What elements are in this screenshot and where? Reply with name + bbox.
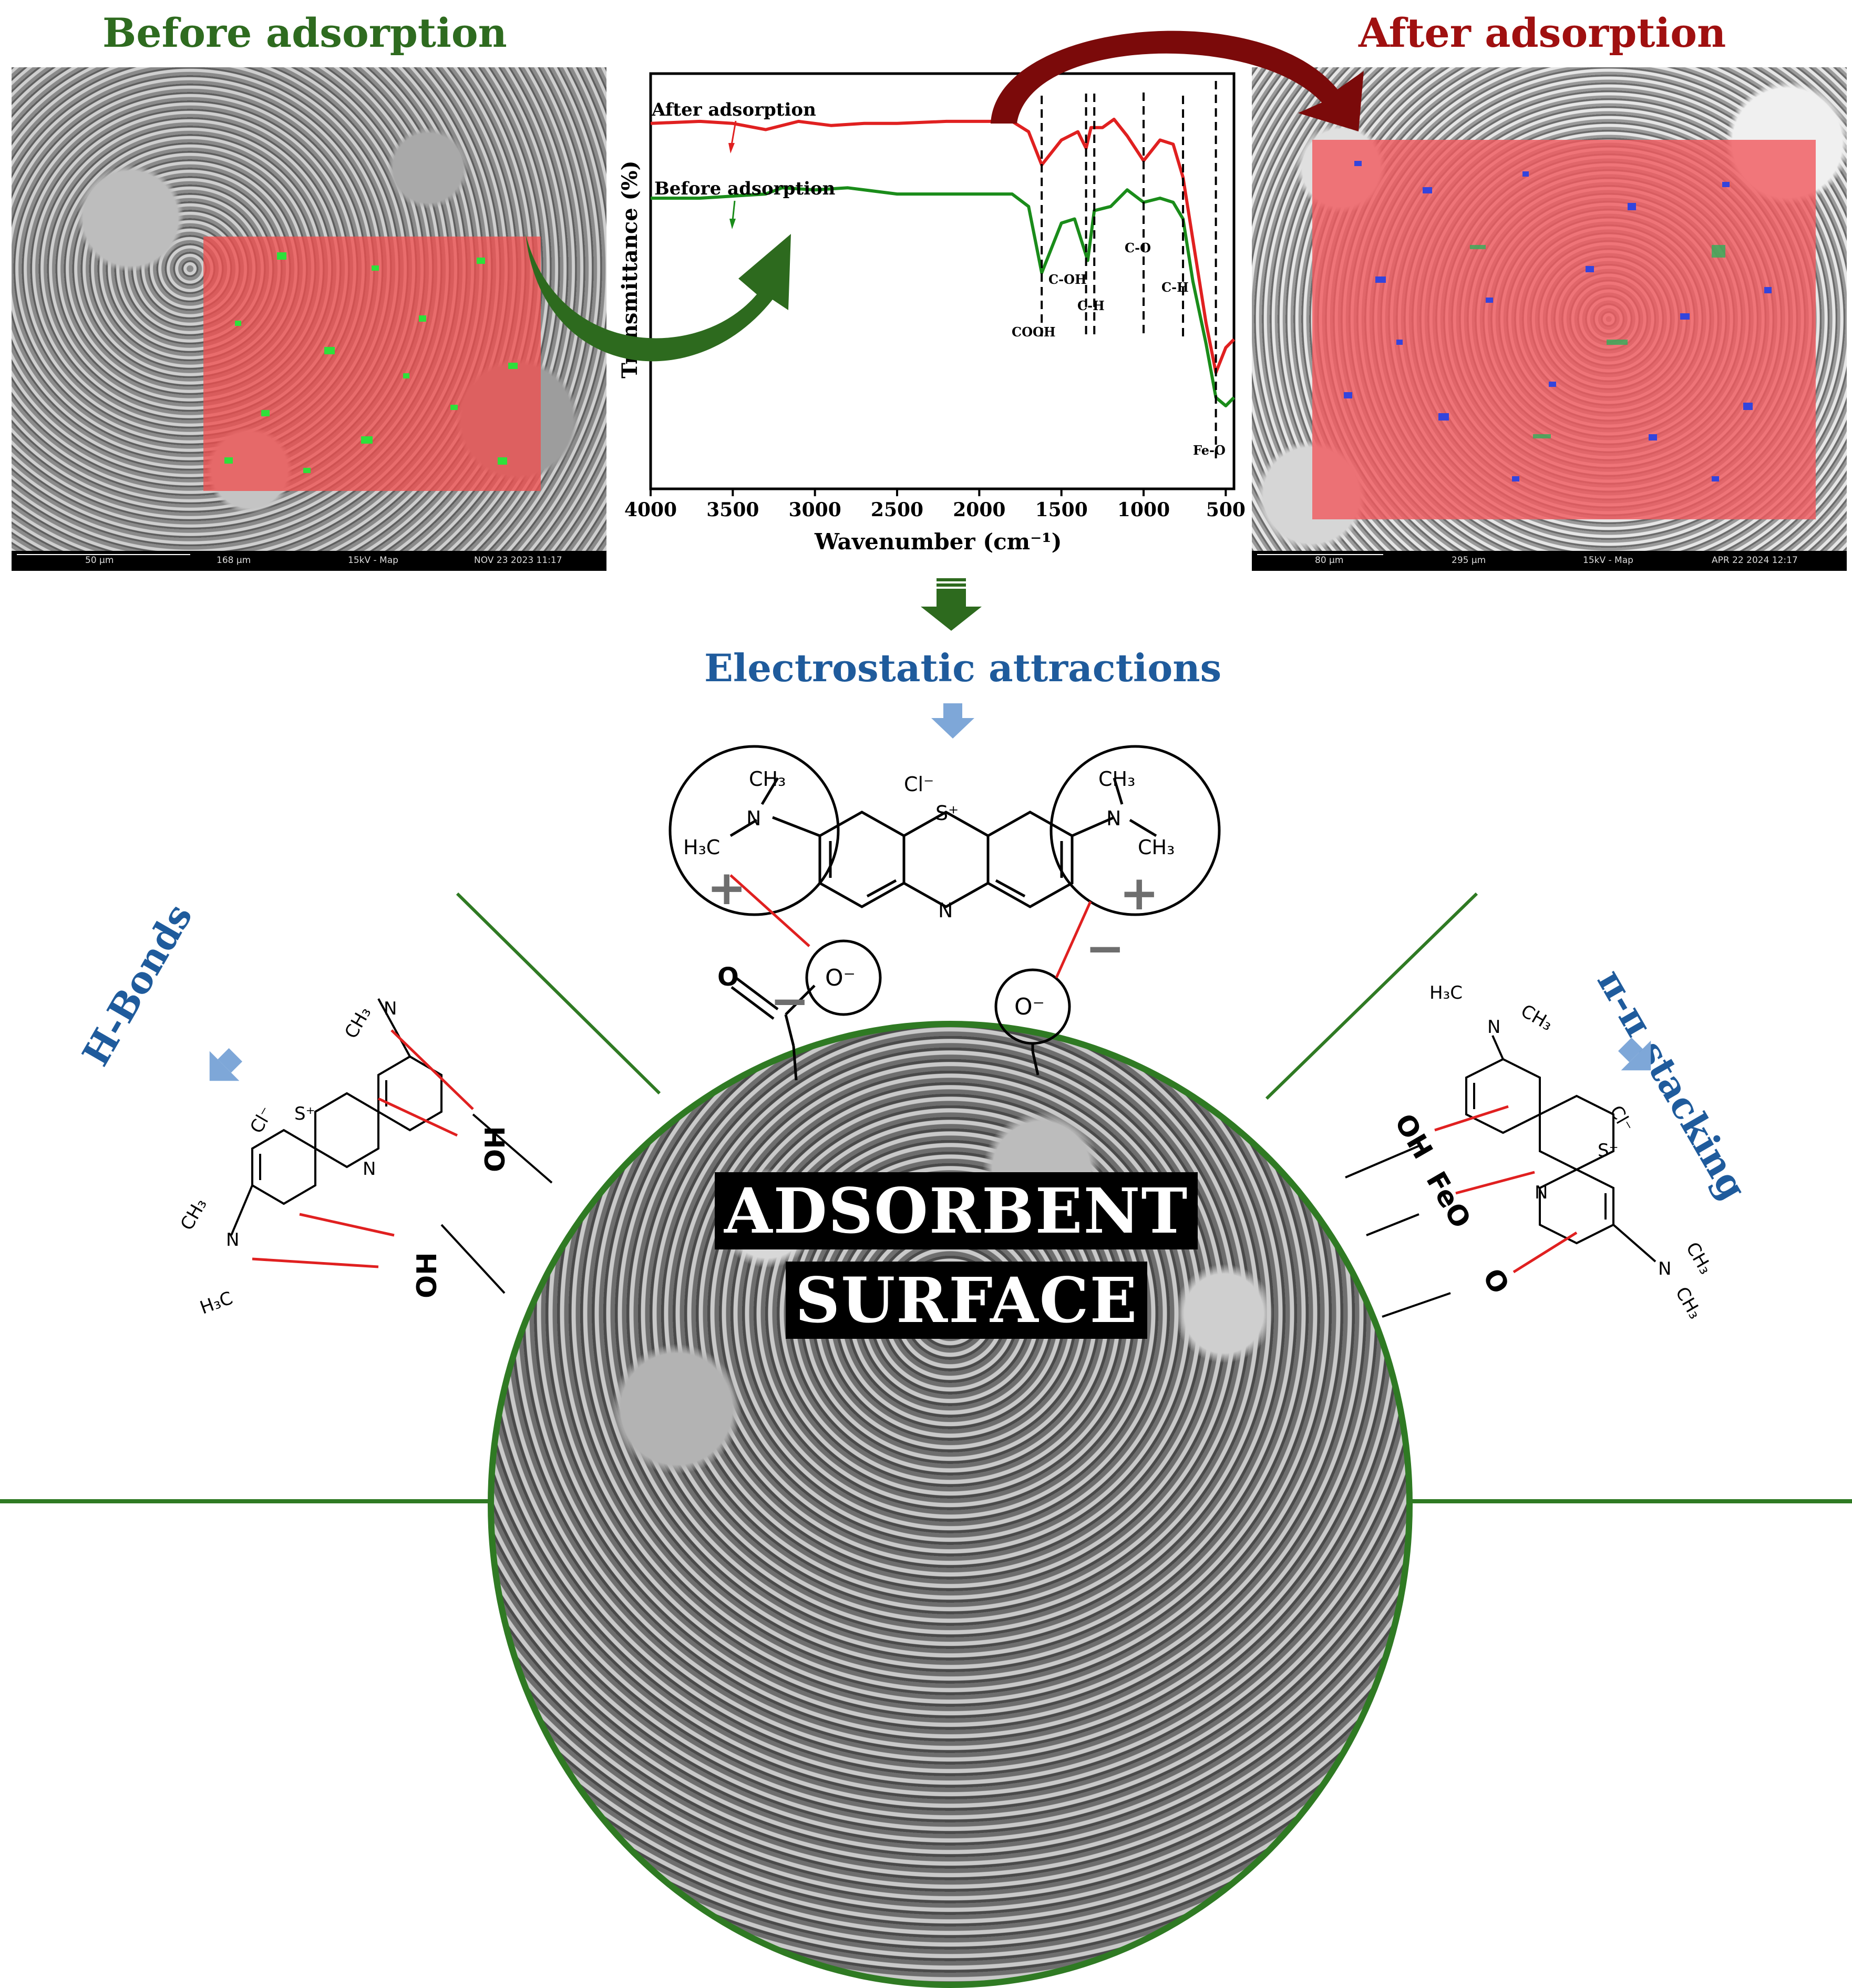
minus-sign-right: − — [1085, 921, 1125, 976]
x-tick-label: 4000 — [624, 499, 677, 521]
sem-field-before: 168 µm — [217, 555, 251, 566]
surface-label-line1: ADSORBENT — [715, 1172, 1198, 1249]
sem-mode-before: 15kV - Map — [348, 555, 398, 566]
x-tick-label: 3000 — [789, 499, 841, 521]
darkred-curved-arrow — [991, 30, 1364, 131]
sem-before-image: 50 µm 168 µm 15kV - Map NOV 23 2023 11:1… — [12, 67, 606, 571]
right-methyl-left: H₃C — [1429, 982, 1463, 1003]
blue-down-arrow — [931, 703, 974, 739]
x-tick-label: 1500 — [1035, 499, 1088, 521]
sem-info-bar-after: 80 µm 295 µm 15kV - Map APR 22 2024 12:1… — [1252, 551, 1847, 571]
center-n-right: N — [1106, 807, 1121, 830]
green-down-arrow — [921, 578, 982, 631]
legend-before: Before adsorption — [654, 178, 835, 199]
peak-label-feo: Fe-O — [1193, 443, 1226, 458]
right-nitrogen: N — [1535, 1182, 1548, 1203]
left-n-bottom: N — [226, 1229, 239, 1251]
surface-label-line2: SURFACE — [786, 1262, 1148, 1339]
center-methyl-top-right: CH₃ — [1098, 767, 1135, 791]
sem-info-bar-before: 50 µm 168 µm 15kV - Map NOV 23 2023 11:1… — [12, 551, 606, 571]
center-carbonyl-o: O — [717, 962, 739, 992]
center-nitrogen: N — [938, 899, 953, 922]
electrostatic-heading: Electrostatic attractions — [704, 645, 1222, 690]
series-line-before — [651, 186, 1236, 407]
peak-label-co: C-O — [1125, 240, 1151, 255]
peak-label-coh: C-OH — [1048, 272, 1087, 287]
left-sulfur: S⁺ — [294, 1103, 315, 1124]
center-n-left: N — [746, 807, 761, 830]
right-n-top: N — [1487, 1017, 1500, 1038]
left-oh-bottom: OH — [411, 1252, 443, 1298]
legend-after: After adsorption — [651, 99, 816, 120]
pipi-arrow — [1618, 1037, 1651, 1071]
right-sulfur: S⁺ — [1598, 1140, 1619, 1161]
hbonds-arrow — [209, 1048, 243, 1081]
center-oxide-left: O⁻ — [825, 965, 856, 991]
peak-label-ch2: C-H — [1161, 280, 1189, 295]
x-tick-label: 2500 — [871, 499, 923, 521]
sem-mode-after: 15kV - Map — [1583, 555, 1633, 566]
plus-sign-right: + — [1119, 866, 1159, 921]
center-methyl-left: H₃C — [683, 836, 720, 859]
center-methyl-top-left: CH₃ — [749, 767, 786, 791]
peak-label-cooh: COOH — [1012, 324, 1056, 340]
sem-field-after: 295 µm — [1452, 555, 1486, 566]
sem-after-image: 80 µm 295 µm 15kV - Map APR 22 2024 12:1… — [1252, 67, 1847, 571]
center-methyl-right: CH₃ — [1138, 836, 1175, 859]
center-counter-ion: Cl⁻ — [904, 773, 934, 796]
after-adsorption-heading: After adsorption — [1359, 9, 1726, 56]
minus-sign-left: − — [770, 973, 809, 1029]
sem-scale-after: 80 µm — [1315, 555, 1344, 566]
right-methylene-blue — [1345, 1035, 1656, 1318]
x-tick-label: 500 — [1206, 499, 1246, 521]
right-n-bottom: N — [1658, 1258, 1671, 1279]
left-nitrogen: N — [363, 1159, 376, 1180]
x-tick-label: 2000 — [953, 499, 1005, 521]
center-oxide-right: O⁻ — [1014, 993, 1045, 1020]
sem-date-after: APR 22 2024 12:17 — [1712, 555, 1798, 566]
left-n-top: N — [384, 998, 397, 1019]
side-arrows — [209, 1037, 1651, 1081]
center-sulfur: S⁺ — [935, 802, 959, 825]
left-oh-top: OH — [480, 1126, 511, 1172]
eds-overlay-after — [1312, 140, 1816, 519]
chemistry-diagram: CH₃ N H₃C CH₃ N CH₃ Cl⁻ S⁺ N O⁻ O⁻ O + +… — [177, 745, 1716, 1323]
series-line-after — [650, 117, 1236, 374]
before-adsorption-heading: Before adsorption — [102, 9, 507, 56]
green-curved-arrow — [526, 234, 791, 362]
methylene-blue-center — [668, 745, 1221, 1081]
plus-sign-left: + — [707, 860, 746, 916]
x-tick-label: 3500 — [706, 499, 759, 521]
sem-scale-before: 50 µm — [85, 555, 114, 566]
ftir-chart: 4000 3500 3000 2500 2000 1500 1000 500 After ad… — [618, 72, 1246, 555]
sem-date-before: NOV 23 2023 11:17 — [474, 555, 562, 566]
left-methylene-blue — [230, 998, 553, 1294]
x-axis-label: Wavenumber (cm⁻¹) — [814, 529, 1062, 555]
peak-label-ch1: C-H — [1077, 298, 1105, 313]
eds-overlay-before — [203, 237, 541, 491]
x-tick-label: 1000 — [1117, 499, 1170, 521]
